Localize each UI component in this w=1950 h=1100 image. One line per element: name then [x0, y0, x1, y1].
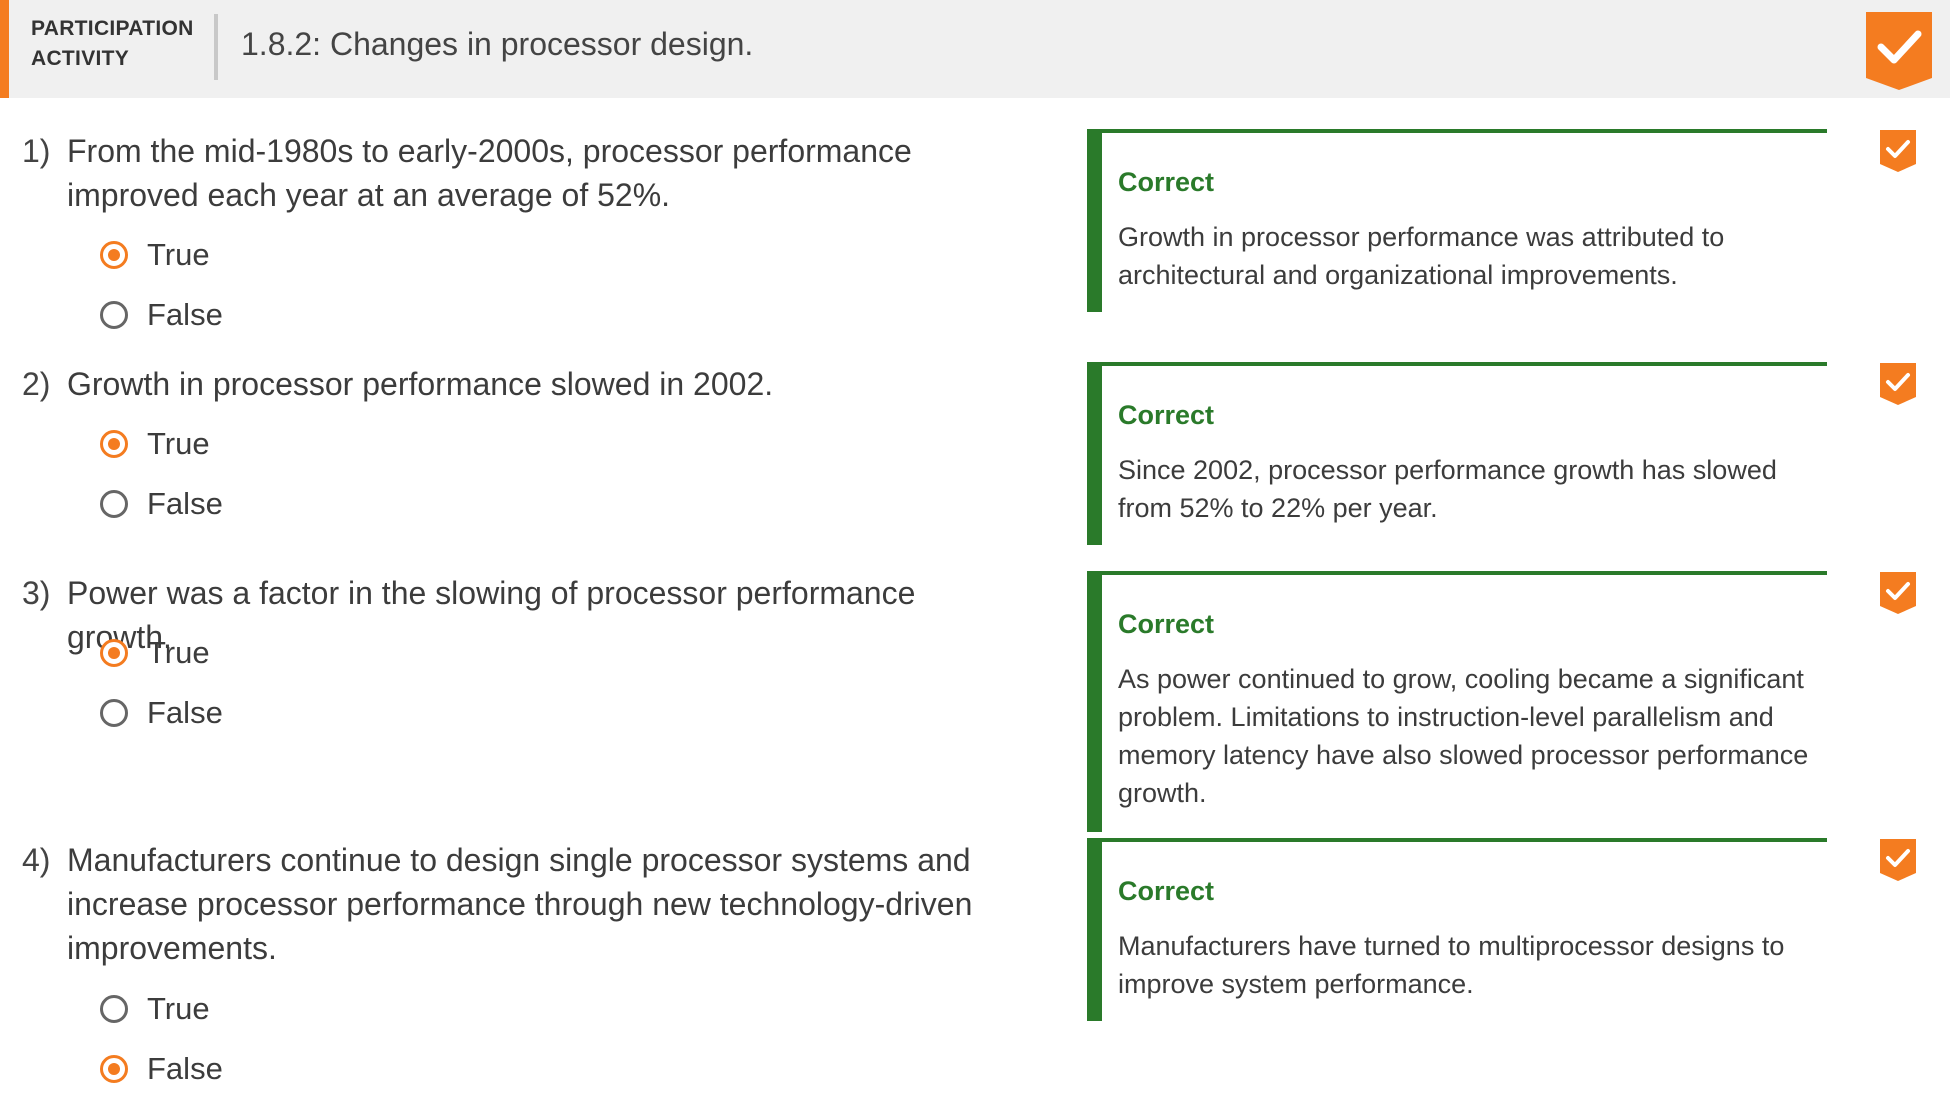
option-false[interactable]: False — [100, 481, 223, 527]
activity-title: 1.8.2: Changes in processor design. — [241, 26, 754, 62]
radio-button[interactable] — [100, 699, 128, 727]
radio-button-selected[interactable] — [100, 241, 128, 269]
question-complete-check-icon — [1880, 363, 1916, 405]
question-1: 1) From the mid-1980s to early-2000s, pr… — [0, 129, 1080, 339]
activity-type-line2: ACTIVITY — [31, 47, 130, 70]
radio-button-selected[interactable] — [100, 639, 128, 667]
option-label: True — [147, 635, 210, 670]
question-number: 2) — [22, 366, 51, 402]
option-label: False — [147, 297, 223, 332]
activity-type-label: PARTICIPATION ACTIVITY — [31, 14, 211, 74]
question-text: From the mid-1980s to early-2000s, proce… — [67, 133, 912, 213]
question-text: Power was a factor in the slowing of pro… — [67, 575, 916, 655]
feedback-heading: Correct — [1118, 876, 1215, 906]
option-label: True — [147, 426, 210, 461]
question-complete-check-icon — [1880, 130, 1916, 172]
feedback-text: As power continued to grow, cooling beca… — [1118, 664, 1809, 808]
feedback-box: Correct Growth in processor performance … — [1087, 129, 1827, 312]
radio-button[interactable] — [100, 490, 128, 518]
feedback-box: Correct Since 2002, processor performanc… — [1087, 362, 1827, 545]
option-label: False — [147, 1051, 223, 1086]
question-text: Manufacturers continue to design single … — [67, 842, 973, 966]
radio-button[interactable] — [100, 301, 128, 329]
option-label: False — [147, 486, 223, 521]
question-number: 1) — [22, 133, 51, 169]
option-true[interactable]: True — [100, 232, 210, 278]
feedback-heading: Correct — [1118, 400, 1215, 430]
activity-header: PARTICIPATION ACTIVITY 1.8.2: Changes in… — [0, 0, 1950, 98]
feedback-heading: Correct — [1118, 167, 1215, 197]
question-3: 3) Power was a factor in the slowing of … — [0, 571, 1080, 761]
feedback-text: Since 2002, processor performance growth… — [1118, 455, 1777, 523]
option-false[interactable]: False — [100, 690, 223, 736]
question-2: 2) Growth in processor performance slowe… — [0, 362, 1080, 522]
question-4: 4) Manufacturers continue to design sing… — [0, 838, 1080, 1098]
feedback-box: Correct As power continued to grow, cool… — [1087, 571, 1827, 832]
radio-button-selected[interactable] — [100, 1055, 128, 1083]
radio-button-selected[interactable] — [100, 430, 128, 458]
option-false[interactable]: False — [100, 292, 223, 338]
option-label: True — [147, 991, 210, 1026]
question-complete-check-icon — [1880, 572, 1916, 614]
question-number: 4) — [22, 842, 51, 878]
feedback-text: Growth in processor performance was attr… — [1118, 222, 1725, 290]
feedback-heading: Correct — [1118, 609, 1215, 639]
header-divider — [214, 14, 218, 80]
feedback-box: Correct Manufacturers have turned to mul… — [1087, 838, 1827, 1021]
radio-button[interactable] — [100, 995, 128, 1023]
option-false[interactable]: False — [100, 1046, 223, 1092]
option-true[interactable]: True — [100, 421, 210, 467]
option-true[interactable]: True — [100, 986, 210, 1032]
question-number: 3) — [22, 575, 51, 611]
activity-type-line1: PARTICIPATION — [31, 17, 194, 40]
question-text: Growth in processor performance slowed i… — [67, 366, 774, 402]
question-complete-check-icon — [1880, 839, 1916, 881]
option-label: False — [147, 695, 223, 730]
option-label: True — [147, 237, 210, 272]
feedback-text: Manufacturers have turned to multiproces… — [1118, 931, 1785, 999]
completion-check-icon — [1866, 12, 1932, 90]
option-true[interactable]: True — [100, 630, 210, 676]
